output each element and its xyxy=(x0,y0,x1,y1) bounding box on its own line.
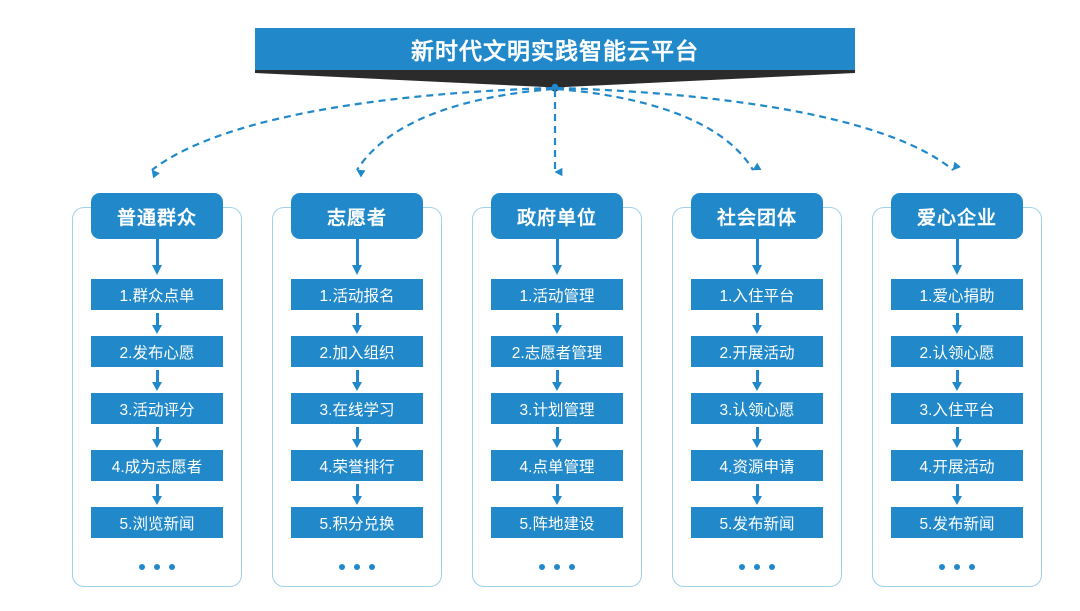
header-to-first-item-arrow xyxy=(891,239,1023,279)
column-items-1: 1.群众点单 2.发布心愿 3.活动评分 4.成为志愿者 5.浏览新闻 xyxy=(91,279,223,584)
step-arrow-icon xyxy=(691,481,823,507)
header-to-first-item-arrow xyxy=(291,239,423,279)
list-item[interactable]: 2.加入组织 xyxy=(291,336,423,367)
list-item[interactable]: 4.点单管理 xyxy=(491,450,623,481)
more-items-ellipsis-icon xyxy=(91,550,223,584)
list-item[interactable]: 3.认领心愿 xyxy=(691,393,823,424)
list-item[interactable]: 4.成为志愿者 xyxy=(91,450,223,481)
list-item[interactable]: 2.发布心愿 xyxy=(91,336,223,367)
step-arrow-icon xyxy=(491,367,623,393)
column-items-4: 1.入住平台 2.开展活动 3.认领心愿 4.资源申请 5.发布新闻 xyxy=(691,279,823,584)
list-item[interactable]: 4.荣誉排行 xyxy=(291,450,423,481)
list-item[interactable]: 2.认领心愿 xyxy=(891,336,1023,367)
list-item[interactable]: 2.志愿者管理 xyxy=(491,336,623,367)
platform-title-banner: 新时代文明实践智能云平台 xyxy=(255,28,855,92)
more-items-ellipsis-icon xyxy=(691,550,823,584)
column-items-3: 1.活动管理 2.志愿者管理 3.计划管理 4.点单管理 5.阵地建设 xyxy=(491,279,623,584)
column-header-4[interactable]: 社会团体 xyxy=(691,193,823,239)
step-arrow-icon xyxy=(291,481,423,507)
more-items-ellipsis-icon xyxy=(291,550,423,584)
list-item[interactable]: 4.开展活动 xyxy=(891,450,1023,481)
column-charity-enterprise: 爱心企业 1.爱心捐助 2.认领心愿 3.入住平台 4.开展活动 5.发布新闻 xyxy=(872,193,1042,587)
step-arrow-icon xyxy=(291,310,423,336)
list-item[interactable]: 4.资源申请 xyxy=(691,450,823,481)
step-arrow-icon xyxy=(291,424,423,450)
list-item[interactable]: 5.发布新闻 xyxy=(891,507,1023,538)
list-item[interactable]: 1.群众点单 xyxy=(91,279,223,310)
step-arrow-icon xyxy=(91,481,223,507)
list-item[interactable]: 1.活动管理 xyxy=(491,279,623,310)
page-title: 新时代文明实践智能云平台 xyxy=(255,28,855,70)
list-item[interactable]: 3.在线学习 xyxy=(291,393,423,424)
list-item[interactable]: 3.入住平台 xyxy=(891,393,1023,424)
step-arrow-icon xyxy=(91,424,223,450)
column-volunteer: 志愿者 1.活动报名 2.加入组织 3.在线学习 4.荣誉排行 5.积分兑换 xyxy=(272,193,442,587)
list-item[interactable]: 3.活动评分 xyxy=(91,393,223,424)
column-items-2: 1.活动报名 2.加入组织 3.在线学习 4.荣誉排行 5.积分兑换 xyxy=(291,279,423,584)
header-to-first-item-arrow xyxy=(91,239,223,279)
step-arrow-icon xyxy=(691,367,823,393)
more-items-ellipsis-icon xyxy=(891,550,1023,584)
step-arrow-icon xyxy=(691,424,823,450)
step-arrow-icon xyxy=(891,310,1023,336)
step-arrow-icon xyxy=(91,310,223,336)
column-government-unit: 政府单位 1.活动管理 2.志愿者管理 3.计划管理 4.点单管理 5.阵地建设 xyxy=(472,193,642,587)
column-header-1[interactable]: 普通群众 xyxy=(91,193,223,239)
step-arrow-icon xyxy=(91,367,223,393)
column-social-group: 社会团体 1.入住平台 2.开展活动 3.认领心愿 4.资源申请 5.发布新闻 xyxy=(672,193,842,587)
header-to-first-item-arrow xyxy=(491,239,623,279)
list-item[interactable]: 3.计划管理 xyxy=(491,393,623,424)
step-arrow-icon xyxy=(491,481,623,507)
step-arrow-icon xyxy=(491,424,623,450)
column-header-5[interactable]: 爱心企业 xyxy=(891,193,1023,239)
step-arrow-icon xyxy=(291,367,423,393)
list-item[interactable]: 5.发布新闻 xyxy=(691,507,823,538)
step-arrow-icon xyxy=(891,367,1023,393)
step-arrow-icon xyxy=(891,424,1023,450)
column-header-2[interactable]: 志愿者 xyxy=(291,193,423,239)
list-item[interactable]: 1.爱心捐助 xyxy=(891,279,1023,310)
list-item[interactable]: 5.阵地建设 xyxy=(491,507,623,538)
list-item[interactable]: 2.开展活动 xyxy=(691,336,823,367)
column-ordinary-public: 普通群众 1.群众点单 2.发布心愿 3.活动评分 4.成为志愿者 5.浏览新闻 xyxy=(72,193,242,587)
list-item[interactable]: 1.入住平台 xyxy=(691,279,823,310)
more-items-ellipsis-icon xyxy=(491,550,623,584)
step-arrow-icon xyxy=(891,481,1023,507)
list-item[interactable]: 5.浏览新闻 xyxy=(91,507,223,538)
header-to-first-item-arrow xyxy=(691,239,823,279)
step-arrow-icon xyxy=(491,310,623,336)
column-header-3[interactable]: 政府单位 xyxy=(491,193,623,239)
step-arrow-icon xyxy=(691,310,823,336)
list-item[interactable]: 5.积分兑换 xyxy=(291,507,423,538)
column-items-5: 1.爱心捐助 2.认领心愿 3.入住平台 4.开展活动 5.发布新闻 xyxy=(891,279,1023,584)
list-item[interactable]: 1.活动报名 xyxy=(291,279,423,310)
